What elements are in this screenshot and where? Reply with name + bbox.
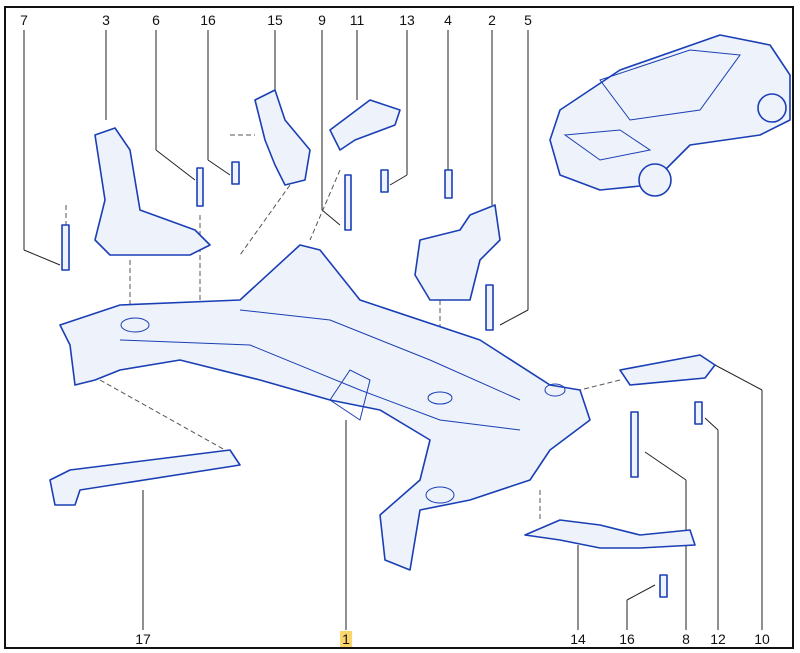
callout-label[interactable]: 10 (754, 631, 770, 647)
diagram-frame (4, 6, 794, 649)
bracket-10 (619, 354, 716, 386)
callout-label[interactable]: 13 (399, 12, 415, 28)
callout-label[interactable]: 11 (349, 12, 365, 28)
bracket-14 (524, 519, 696, 549)
callout-label[interactable]: 9 (318, 12, 326, 28)
callout-label[interactable]: 8 (682, 631, 690, 647)
callout-label[interactable]: 16 (619, 631, 635, 647)
mount-bracket-3 (94, 127, 211, 256)
callout-label[interactable]: 4 (444, 12, 452, 28)
subframe-part-1 (59, 244, 591, 571)
crossmember-17 (49, 449, 241, 506)
leader-lines (23, 30, 763, 630)
callout-label[interactable]: 16 (200, 12, 216, 28)
callout-label[interactable]: 7 (20, 12, 28, 28)
callout-label[interactable]: 15 (267, 12, 283, 28)
callout-label[interactable]: 17 (135, 631, 151, 647)
callout-label[interactable]: 12 (710, 631, 726, 647)
callout-label[interactable]: 5 (524, 12, 532, 28)
callout-label[interactable]: 3 (102, 12, 110, 28)
bolts (61, 161, 703, 598)
callout-label-highlighted[interactable]: 1 (340, 631, 352, 647)
vehicle-thumbnail (549, 34, 791, 197)
bracket-11 (329, 99, 401, 151)
mount-4 (414, 204, 501, 301)
callout-label[interactable]: 6 (152, 12, 160, 28)
callout-label[interactable]: 14 (570, 631, 586, 647)
bracket-15 (254, 89, 311, 186)
callout-label[interactable]: 2 (488, 12, 496, 28)
